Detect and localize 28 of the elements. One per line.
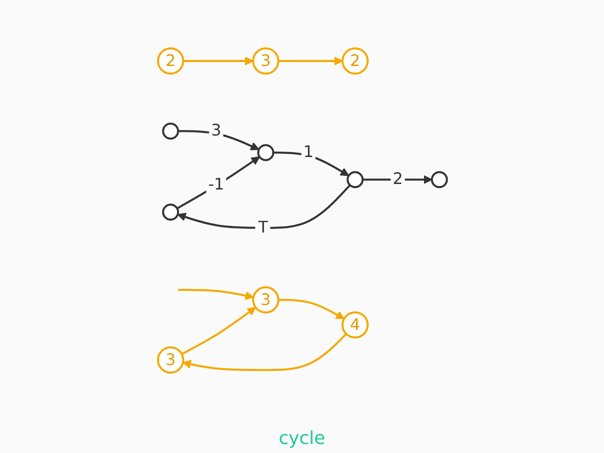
arrow	[278, 56, 342, 65]
node-circle: 3	[156, 346, 184, 374]
arrow	[178, 130, 259, 150]
arrow	[278, 298, 344, 319]
node-circle	[346, 170, 364, 188]
arrow	[182, 56, 254, 65]
node-circle: 3	[252, 46, 279, 74]
node-circle: 3	[252, 286, 279, 313]
arrow	[178, 288, 254, 300]
arrow	[180, 306, 256, 354]
edge-label: 2	[392, 168, 402, 188]
node-circle: 4	[341, 310, 368, 338]
arrow	[272, 151, 349, 176]
arrow	[182, 332, 346, 370]
edge-label: T	[258, 216, 268, 236]
node-circle: 2	[341, 46, 368, 74]
arrow	[362, 174, 432, 184]
annotation-text: cycle	[278, 428, 326, 449]
node-circle: 2	[156, 46, 184, 74]
node-circle	[162, 122, 179, 140]
node-circle	[162, 203, 179, 220]
edge-label: -1	[208, 174, 224, 194]
node-circle	[430, 170, 448, 188]
edge-label: 1	[302, 142, 314, 161]
edge-label: 3	[210, 120, 221, 140]
arrow	[176, 156, 260, 209]
node-circle	[256, 144, 274, 161]
arrow	[176, 184, 350, 228]
